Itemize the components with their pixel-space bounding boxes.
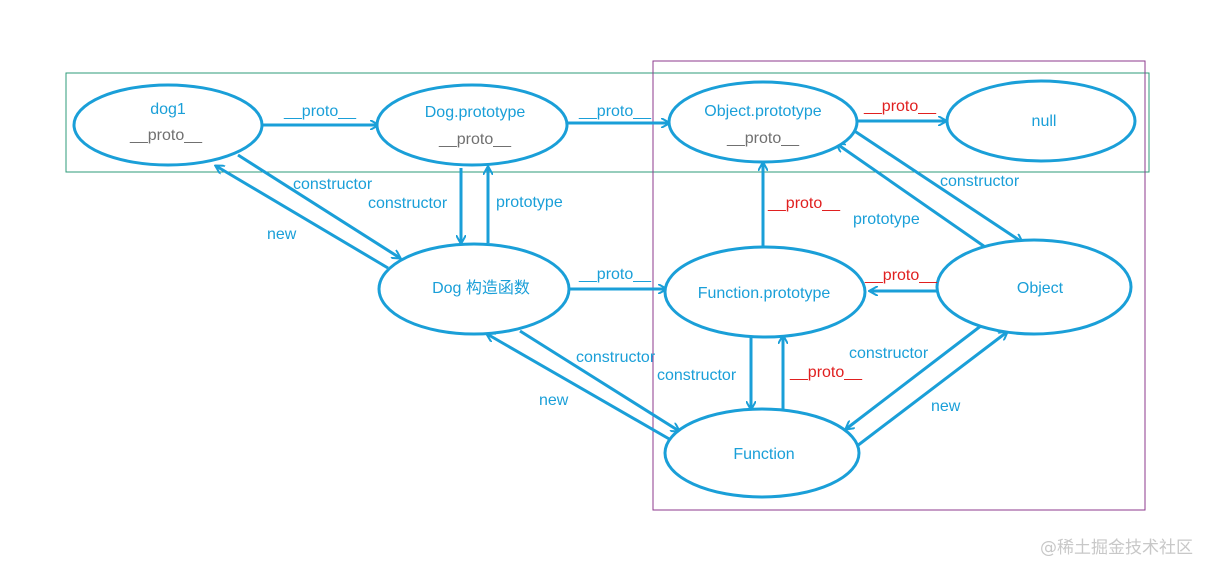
dog-constructor-title: Dog 构造函数: [432, 279, 530, 297]
dog1-sub: __proto__: [129, 127, 203, 144]
label-dog1-new: new: [267, 226, 297, 243]
object-prototype-title: Object.prototype: [704, 103, 822, 120]
label-funcproto-to-objproto: __proto__: [767, 195, 841, 212]
node-object: [935, 238, 1133, 336]
edge-object-new: [856, 332, 1007, 448]
label-dog1-to-dogproto: __proto__: [283, 103, 357, 120]
label-funcproto-constructor: constructor: [657, 367, 737, 384]
green-frame: [65, 72, 1150, 173]
label-dogproto-to-objproto: __proto__: [578, 103, 652, 120]
edge-objproto-prototype: [837, 144, 989, 251]
label-object-new: new: [931, 398, 961, 415]
edge-objproto-constructor: [852, 128, 1022, 242]
node-dog1: [72, 83, 264, 167]
node-function-prototype: [663, 245, 867, 339]
object-prototype-sub: __proto__: [726, 130, 800, 147]
label-dogproto-constructor: constructor: [368, 195, 448, 212]
node-dog-constructor: [377, 242, 571, 336]
edge-dog1-new: [216, 166, 389, 270]
label-objproto-to-null: __proto__: [863, 98, 937, 115]
label-dog1-constructor: constructor: [293, 176, 373, 193]
label-objproto-prototype: prototype: [853, 211, 920, 228]
label-objproto-constructor: constructor: [940, 173, 1020, 190]
dog-prototype-sub: __proto__: [438, 131, 512, 148]
label-object-constructor: constructor: [849, 345, 929, 362]
edge-object-constructor: [846, 320, 987, 429]
label-function-to-funcproto: __proto__: [789, 364, 863, 381]
function-title: Function: [733, 446, 794, 463]
node-dog-prototype: [375, 83, 569, 167]
label-dogproto-prototype: prototype: [496, 194, 563, 211]
purple-frame: [652, 60, 1146, 511]
dog-prototype-title: Dog.prototype: [425, 104, 526, 121]
null-title: null: [1032, 113, 1057, 130]
label-function-new-dog: new: [539, 392, 569, 409]
label-function-constructor-dog: constructor: [576, 349, 656, 366]
function-prototype-title: Function.prototype: [698, 285, 831, 302]
object-title: Object: [1017, 280, 1064, 297]
edge-function-new-dog: [487, 334, 672, 442]
dog1-title: dog1: [150, 101, 186, 118]
node-function: [663, 407, 861, 499]
label-object-to-funcproto: __proto__: [864, 267, 938, 284]
label-dogctor-to-funcproto: __proto__: [578, 266, 652, 283]
node-null: [945, 79, 1137, 163]
watermark: @稀土掘金技术社区: [1040, 538, 1193, 558]
node-object-prototype: [667, 80, 859, 164]
edge-dog1-constructor: [237, 153, 400, 258]
edge-function-constructor-dog: [519, 329, 679, 431]
